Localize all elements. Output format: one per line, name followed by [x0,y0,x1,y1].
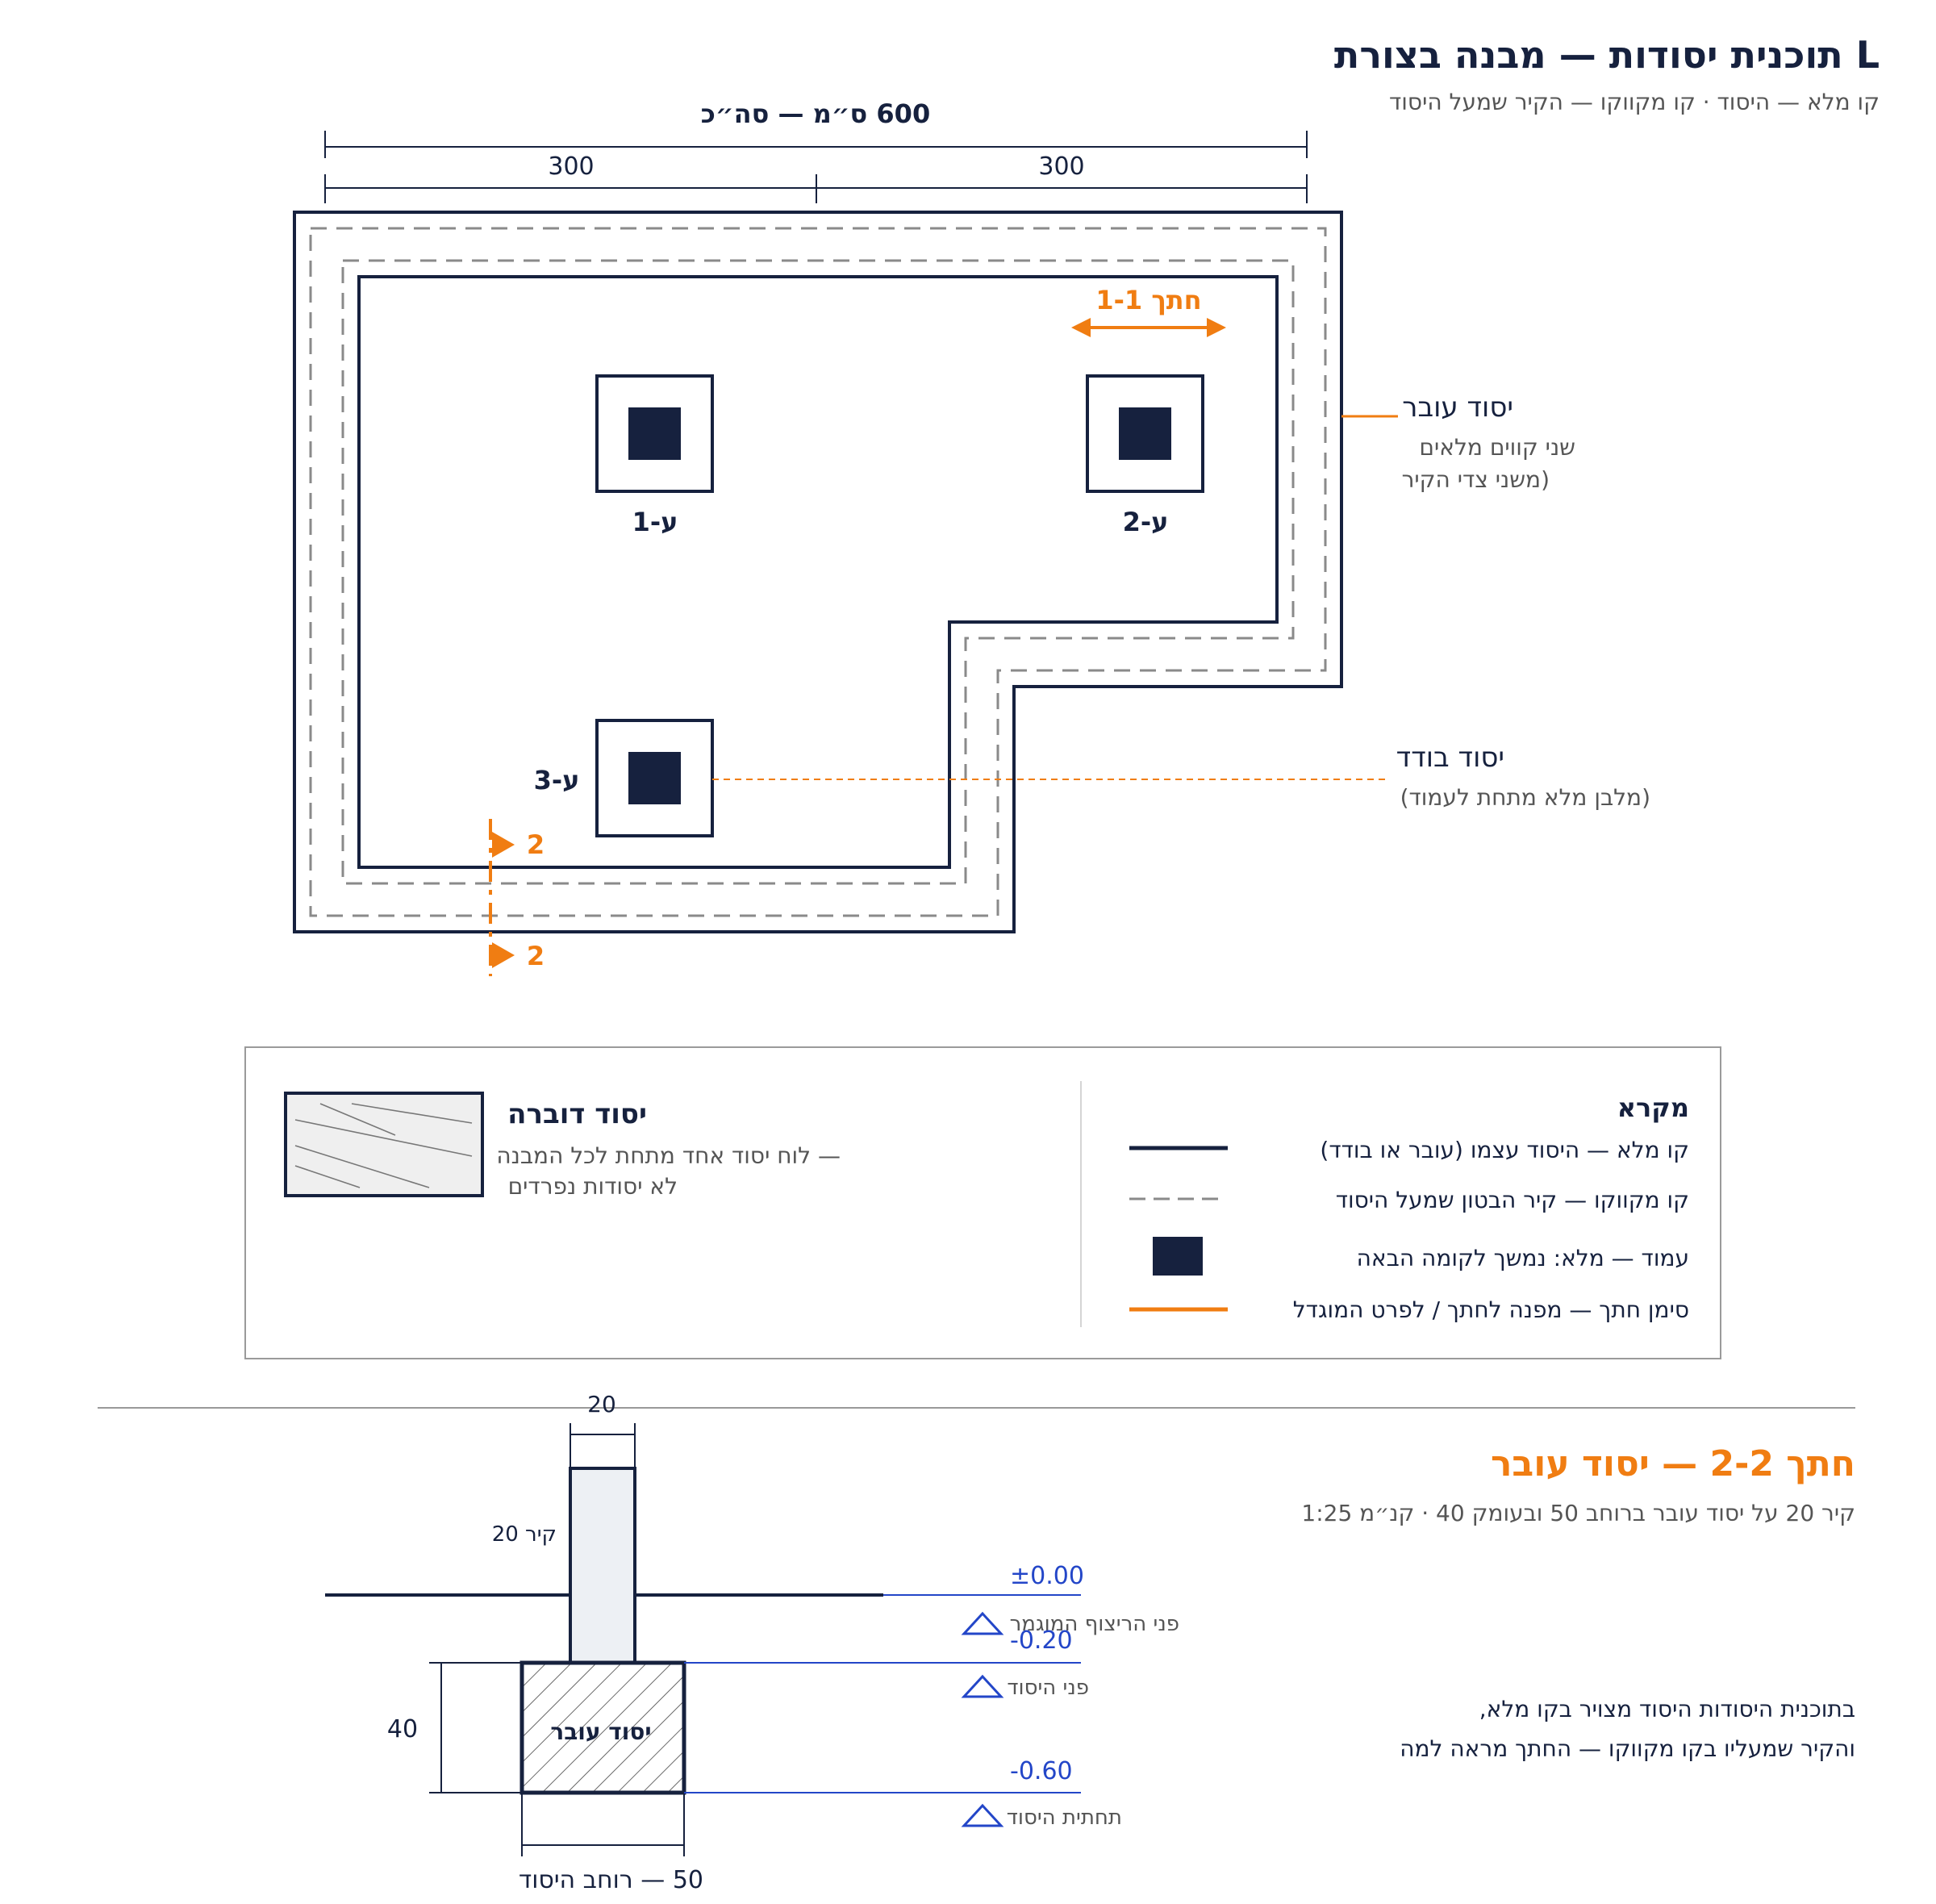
callout-note: שני קווים מלאים [1419,434,1575,461]
strip-footing [519,1660,686,1795]
wall [569,1467,636,1664]
wall-outer-face [309,227,1327,917]
callout-isolated-footing: יסוד בודד (מלבן מלא מתחת לעמוד) [712,741,1650,811]
raft-title: יסוד דוברה [507,1098,647,1130]
raft-footing-sample [284,1092,484,1197]
section-marker-bottom: 2 [527,941,544,971]
legend-item: קו מלא — היסוד עצמו (עובר או בודד) [1320,1137,1689,1163]
callout-strip-footing: יסוד עובר שני קווים מלאים (משני צדי הקיר [1341,391,1575,493]
level-marker-finished-floor: ±0.00 פני הריצוף המוגמר [961,1562,1179,1636]
column-label: ע-2 [1123,507,1169,537]
legend-column-sample [1153,1237,1203,1276]
footing-width-label: 50 — רוחב היסוד [519,1866,703,1894]
wall-width-value: 20 [587,1391,616,1418]
column-1: ע-1 [595,374,714,537]
isolated-footing [595,374,714,493]
column-fill [628,752,681,804]
column-2: ע-2 [1086,374,1204,537]
column-fill [628,407,681,460]
legend-box: מקרא קו מלא — היסוד עצמו (עובר או בודד) … [244,1046,1721,1359]
dimension-left: 300 [548,152,594,181]
level-triangle-icon [961,1611,1004,1635]
wall-inner-face [341,259,1295,885]
level-label: פני היסוד [1007,1676,1089,1700]
dimension-right: 300 [1038,152,1084,181]
callout-note: (מלבן מלא מתחת לעמוד) [1400,784,1650,811]
isolated-footing [1086,374,1204,493]
column-3: ע-3 [534,719,714,837]
plan-dimensions [324,131,1308,203]
level-value: -0.20 [1010,1626,1073,1655]
level-marker-top-of-footing: -0.20 פני היסוד [961,1626,1089,1700]
level-triangle-icon [961,1674,1004,1698]
strip-footing-inner-edge [357,275,1279,869]
wall-width-dimension [570,1423,636,1468]
level-label: תחתית היסוד [1007,1806,1122,1830]
legend-item: עמוד — מלא: נמשך לקומה הבאה [1357,1245,1689,1271]
raft-note: — לוח יסוד אחד מתחת לכל המבנה [496,1142,841,1169]
level-label: פני הריצוף המוגמר [1010,1612,1179,1636]
footing-width-dimension [521,1794,685,1856]
raft-note: לא יסודות נפרדים [508,1173,678,1200]
section-1-1-marker: חתך 1-1 [1071,285,1226,337]
level-triangle-icon [961,1803,1004,1827]
page-title: L תוכנית יסודות — מבנה בצורת [1334,33,1880,77]
legend-item: קו מקווקו — קיר הבטון שמעל היסוד [1336,1187,1689,1213]
section-subtitle: קיר 20 על יסוד עובר ברוחב 50 ובעומק 40 ·… [1301,1500,1855,1526]
column-label: ע-3 [534,765,580,795]
legend-item: סימן חתך — מפנה לחתך / לפרט המוגדל [1293,1296,1689,1323]
level-value: -0.60 [1010,1757,1073,1785]
overall-dimension: 600 ס״מ — סה״כ [701,98,930,129]
level-lines [684,1594,1081,1793]
wall-label: קיר 20 [492,1522,557,1547]
section-1-1-label: חתך 1-1 [1095,285,1201,315]
level-value: ±0.00 [1010,1562,1084,1590]
page-subtitle: קו מלא — היסוד · קו מקווקו — הקיר שמעל ה… [1389,89,1880,115]
footing-label: יסוד עובר [550,1718,651,1745]
section-title: חתך 2-2 — יסוד עובר [1491,1443,1855,1484]
section-marker-top: 2 [527,829,544,860]
callout-title: יסוד עובר [1402,391,1513,424]
level-marker-bottom-of-footing: -0.60 תחתית היסוד [961,1757,1122,1830]
isolated-footing [595,719,714,837]
section-note: בתוכנית היסודות היסוד מצויר בקו מלא, [1479,1696,1855,1722]
footing-depth-dimension [429,1662,520,1793]
column-fill [1119,407,1171,460]
section-note: והקיר שמעליו בקו מקווקו — החתך מראה למה [1400,1735,1855,1762]
section-2-2-cut-line: 2 2 [489,819,544,976]
callout-note: (משני צדי הקיר [1402,466,1550,493]
strip-footing-outer-edge [293,211,1343,933]
footing-depth-value: 40 [387,1715,418,1743]
callout-title: יסוד בודד [1396,741,1504,774]
legend-title: מקרא [1617,1092,1689,1123]
column-label: ע-1 [632,507,678,537]
